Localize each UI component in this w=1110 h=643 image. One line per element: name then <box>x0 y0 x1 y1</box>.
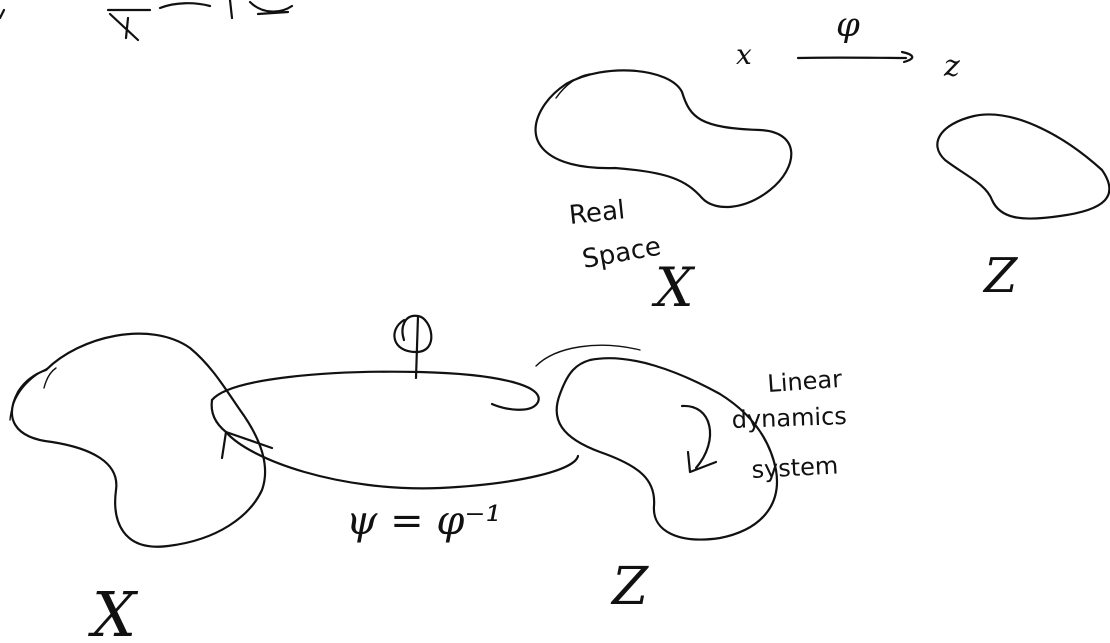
psi-arc-lower <box>224 430 580 490</box>
bottom-set-z-label: Z <box>610 557 649 617</box>
bottom-set-x-label: X <box>88 578 139 643</box>
psi-equation-label: ψ = φ⁻¹ <box>346 498 501 544</box>
loop-left-join <box>210 398 228 434</box>
phi-symbol-glyph <box>393 314 433 380</box>
map-x-label: x <box>736 38 752 71</box>
bottom-set-z-overstroke <box>535 344 641 367</box>
top-set-x-label: X <box>651 256 696 319</box>
top-set-z-label: Z <box>982 248 1019 304</box>
fragment-strokes-top <box>106 0 294 42</box>
psi-arrow-head <box>220 430 274 460</box>
linear-label-line2: dynamics <box>731 402 847 434</box>
map-z-label: z <box>943 49 960 84</box>
dynamics-self-arrow <box>680 404 712 470</box>
real-space-line2: Space <box>580 232 663 275</box>
phi-arc-upper <box>210 370 540 411</box>
top-set-x-overstroke <box>555 73 591 99</box>
real-space-line1: Real <box>568 195 627 231</box>
linear-label-line1: Linear <box>766 365 842 398</box>
map-phi-label: φ <box>836 5 860 45</box>
fragment-stroke-left <box>0 8 6 20</box>
top-set-x-blob <box>534 69 793 209</box>
bottom-set-x-blob <box>10 332 267 548</box>
map-arrow-head <box>900 50 914 64</box>
bottom-set-x-overstroke <box>9 367 57 421</box>
dynamics-self-arrow-head <box>686 450 718 474</box>
top-set-z-blob <box>936 113 1110 220</box>
linear-label-line3: system <box>751 451 839 484</box>
bottom-set-z-blob <box>555 357 779 541</box>
